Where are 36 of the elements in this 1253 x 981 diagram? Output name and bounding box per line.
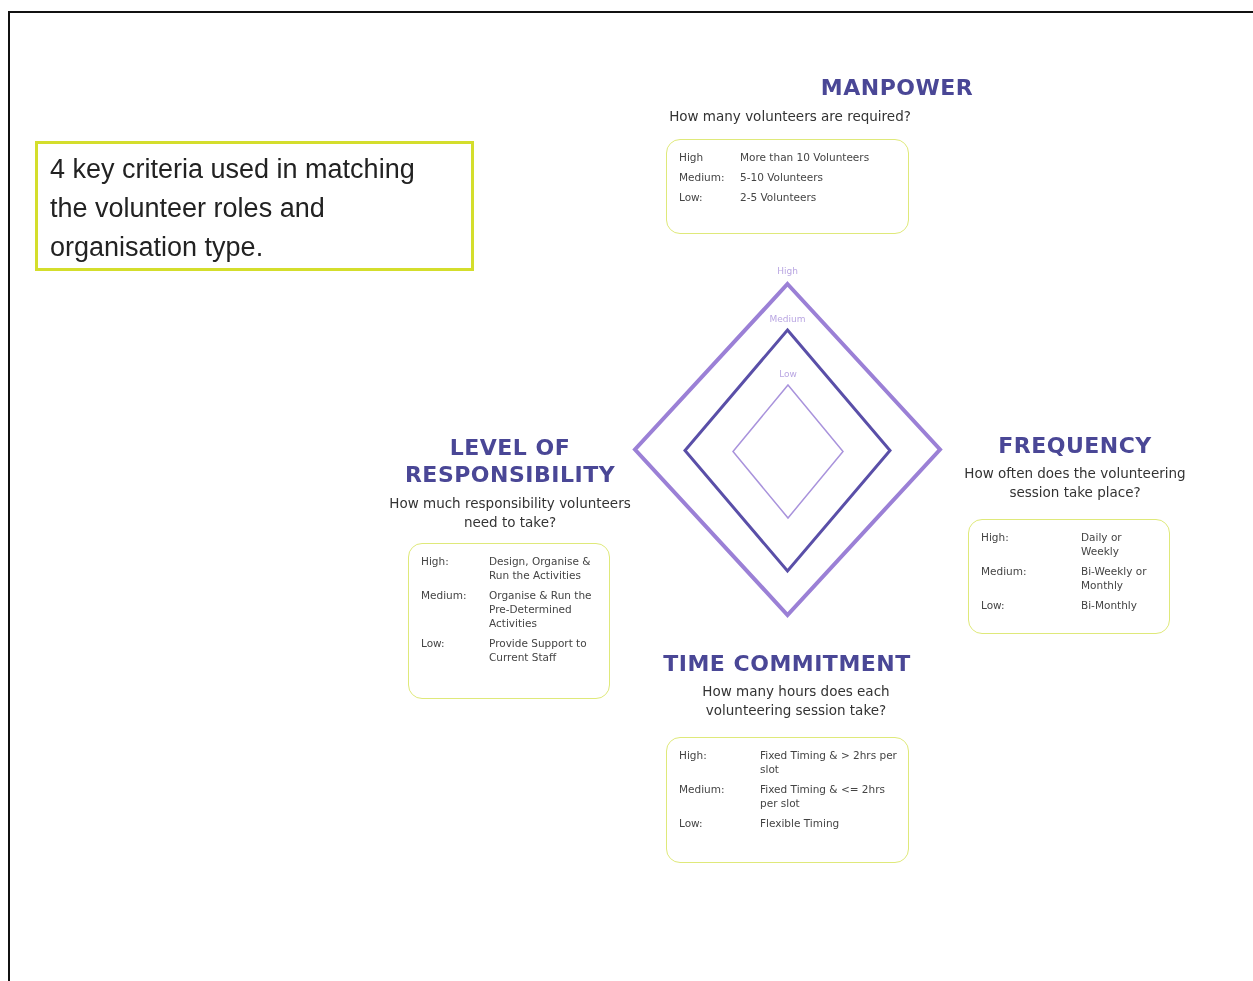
- level-label: Medium:: [421, 588, 468, 603]
- level-description: Provide Support to Current Staff: [489, 636, 588, 664]
- level-label: High: [679, 150, 705, 164]
- level-label: Low:: [981, 598, 1006, 612]
- criterion-heading: LEVEL OF RESPONSIBILITY: [403, 434, 617, 488]
- level-label: Medium:: [981, 564, 1028, 579]
- level-label: Medium:: [679, 170, 726, 184]
- criterion-heading: TIME COMMITMENT: [662, 650, 912, 677]
- question-text: How many hours does each volunteering session take?: [701, 682, 891, 720]
- level-description: Bi-Weekly or Monthly: [1081, 564, 1148, 592]
- level-label: High:: [981, 530, 1010, 545]
- level-description: Daily or Weekly: [1081, 530, 1123, 558]
- level-label: Low:: [679, 190, 704, 204]
- note-box: 4 key criteria used in matching the volunteer roles and organisation type.: [35, 141, 474, 271]
- level-description: 5-10 Volunteers: [740, 170, 824, 184]
- question-text: How much responsibility volunteers need to take?: [388, 494, 632, 532]
- level-label: Low:: [679, 816, 704, 830]
- level-label: Medium: [768, 314, 807, 324]
- level-description: More than 10 Volunteers: [740, 150, 871, 164]
- level-description: Organise & Run the Pre-Determined Activities: [489, 588, 593, 630]
- level-description: Design, Organise & Run the Activities: [489, 554, 592, 582]
- level-description: Fixed Timing & <= 2hrs per slot: [760, 782, 886, 810]
- level-label: High:: [421, 554, 450, 569]
- level-label: Medium:: [679, 782, 726, 797]
- level-description: Fixed Timing & > 2hrs per slot: [760, 748, 898, 776]
- criterion-heading: MANPOWER: [819, 74, 975, 101]
- level-description: Flexible Timing: [760, 816, 841, 830]
- level-description: 2-5 Volunteers: [740, 190, 818, 204]
- level-label: High:: [679, 748, 708, 763]
- question-text: How often does the volunteering session take place?: [963, 464, 1187, 502]
- criterion-heading: FREQUENCY: [997, 432, 1153, 459]
- level-description: Bi-Monthly: [1081, 598, 1138, 612]
- level-label: Low:: [421, 636, 446, 651]
- question-text: How many volunteers are required?: [668, 107, 912, 126]
- level-label: High: [776, 266, 799, 276]
- level-label: Low: [778, 369, 798, 379]
